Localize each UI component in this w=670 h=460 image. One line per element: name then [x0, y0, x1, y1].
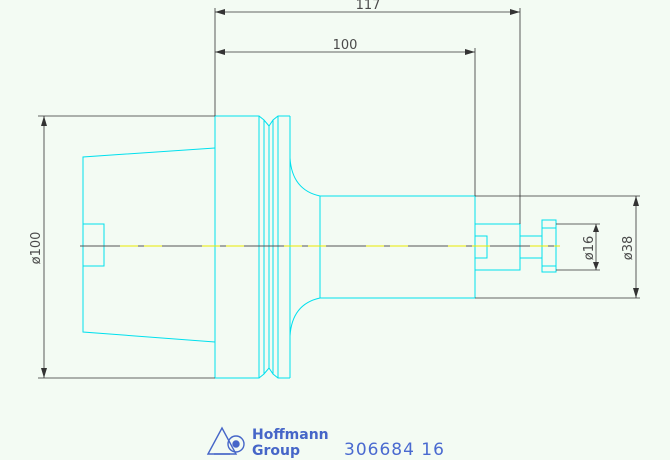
fillet-top: [289, 157, 321, 197]
dim-outer-diameter: ø100: [29, 232, 44, 265]
fillet-bottom: [289, 297, 321, 337]
groove-top: [258, 115, 290, 127]
dimension-lines: [38, 8, 640, 379]
part-outline: [82, 115, 557, 379]
nose: [474, 223, 521, 271]
brand-name-line2: Group: [252, 443, 300, 459]
collet-taper: [82, 147, 216, 343]
dim-total-length: 117: [356, 0, 381, 13]
part-number: 306684 16: [344, 440, 445, 460]
dim-shank-diameter: ø38: [621, 236, 636, 261]
hoffmann-logo-icon: [206, 426, 245, 455]
brand-name-line1: Hoffmann: [252, 427, 329, 443]
body-block: [214, 115, 260, 379]
dim-bore-diameter: ø16: [582, 236, 597, 261]
shank: [319, 195, 476, 299]
groove-bottom: [258, 367, 290, 379]
dim-body-length: 100: [333, 38, 358, 53]
nose-bore: [474, 235, 488, 259]
